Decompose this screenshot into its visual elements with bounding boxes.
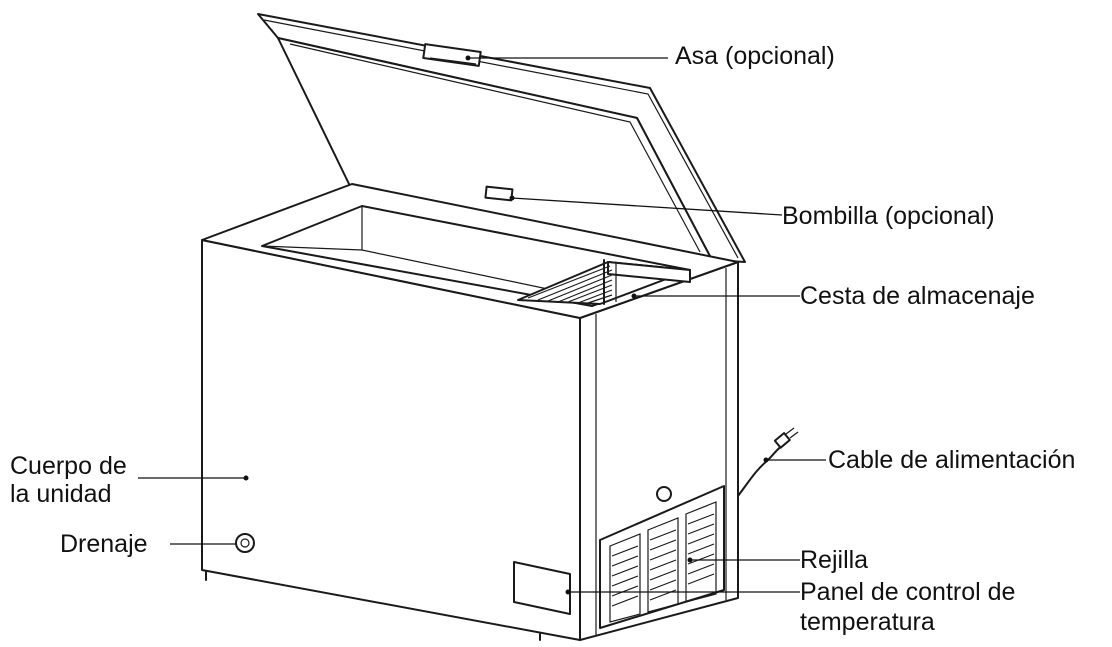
- power-cable: [737, 427, 799, 497]
- temperature-control-panel: [513, 561, 571, 615]
- label-body-line2: la unidad: [10, 480, 112, 508]
- handle: [422, 43, 482, 67]
- drain: [235, 533, 255, 553]
- storage-basket: [517, 259, 691, 305]
- label-power-cable: Cable de alimentación: [828, 446, 1076, 474]
- label-temp-panel-line2: temperatura: [800, 608, 935, 636]
- label-basket: Cesta de almacenaje: [800, 282, 1035, 310]
- label-handle: Asa (opcional): [675, 42, 835, 70]
- leader-lines: [138, 55, 826, 595]
- label-grille: Rejilla: [800, 546, 869, 574]
- label-temp-panel-line1: Panel de control de: [800, 578, 1016, 606]
- lid-edge: [263, 19, 739, 259]
- bulb: [484, 185, 514, 202]
- lid: [257, 13, 746, 263]
- label-drain: Drenaje: [60, 530, 148, 558]
- leader-bulb: [511, 197, 783, 216]
- label-body-line1: Cuerpo de: [10, 452, 127, 480]
- label-bulb: Bombilla (opcional): [782, 202, 995, 230]
